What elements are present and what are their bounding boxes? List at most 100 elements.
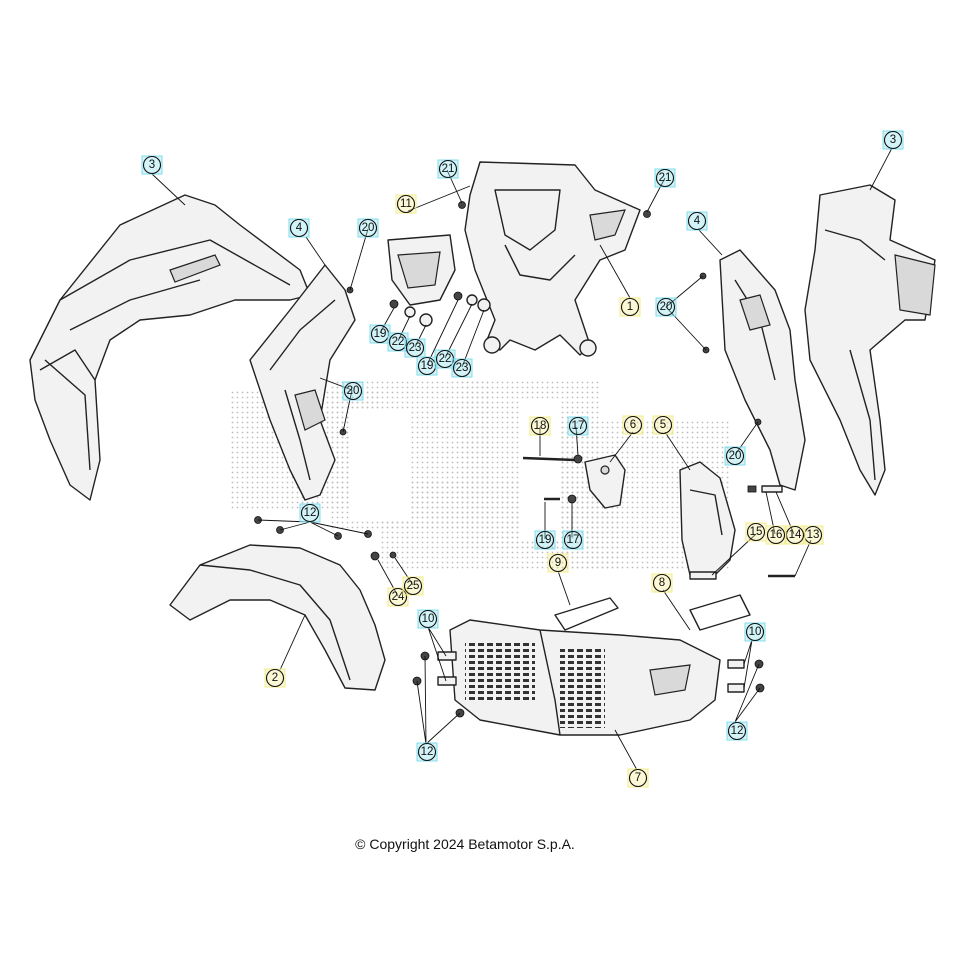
callout-circle bbox=[883, 130, 903, 150]
callout-9: 9 bbox=[547, 553, 569, 573]
copyright-notice: © Copyright 2024 Betamotor S.p.A. bbox=[355, 836, 575, 852]
callout-circle bbox=[438, 159, 458, 179]
callout-number: 12 bbox=[304, 507, 317, 519]
callout-circle bbox=[653, 415, 673, 435]
callout-20: 20 bbox=[724, 446, 746, 466]
callout-circle bbox=[727, 721, 747, 741]
callout-20: 20 bbox=[342, 381, 364, 401]
right-shroud-part-4 bbox=[719, 249, 806, 491]
callout-number: 4 bbox=[296, 222, 303, 234]
callout-8: 8 bbox=[651, 573, 673, 593]
callout-number: 20 bbox=[729, 450, 742, 462]
bracket-part-8 bbox=[689, 594, 751, 631]
callout-4: 4 bbox=[288, 218, 310, 238]
callout-22: 22 bbox=[434, 349, 456, 369]
callout-circle bbox=[766, 525, 786, 545]
callout-24: 24 bbox=[387, 587, 409, 607]
callout-number: 23 bbox=[409, 342, 422, 354]
callout-number: 15 bbox=[750, 526, 763, 538]
callout-circle bbox=[656, 297, 676, 317]
headlight-mask-part-1 bbox=[464, 161, 641, 357]
callout-number: 20 bbox=[362, 222, 375, 234]
callout-number: 23 bbox=[456, 362, 469, 374]
callout-21: 21 bbox=[437, 159, 459, 179]
callout-17: 17 bbox=[562, 530, 584, 550]
callout-circle bbox=[142, 155, 162, 175]
callout-number: 19 bbox=[374, 328, 387, 340]
callout-circle bbox=[405, 338, 425, 358]
callout-3: 3 bbox=[141, 155, 163, 175]
callout-5: 5 bbox=[652, 415, 674, 435]
callout-number: 18 bbox=[534, 420, 547, 432]
callout-circle bbox=[530, 416, 550, 436]
callout-number: 24 bbox=[392, 591, 405, 603]
callout-circle bbox=[403, 576, 423, 596]
right-side-panel-part-3 bbox=[804, 184, 936, 496]
leader-lines bbox=[151, 147, 893, 771]
callout-circle bbox=[343, 381, 363, 401]
callout-16: 16 bbox=[765, 525, 787, 545]
callout-20: 20 bbox=[655, 297, 677, 317]
callout-23: 23 bbox=[404, 338, 426, 358]
callout-circle bbox=[568, 416, 588, 436]
callout-circle bbox=[620, 297, 640, 317]
callout-number: 10 bbox=[749, 626, 762, 638]
callout-number: 21 bbox=[659, 172, 672, 184]
bracket-cover-part-5 bbox=[679, 461, 736, 579]
callout-circle bbox=[452, 358, 472, 378]
callout-23: 23 bbox=[451, 358, 473, 378]
callout-circle bbox=[623, 415, 643, 435]
callout-19: 19 bbox=[534, 530, 556, 550]
callout-circle bbox=[358, 218, 378, 238]
callout-circle bbox=[289, 218, 309, 238]
callout-1: 1 bbox=[619, 297, 641, 317]
callout-14: 14 bbox=[784, 525, 806, 545]
callout-15: 15 bbox=[745, 522, 767, 542]
callout-12: 12 bbox=[299, 503, 321, 523]
callout-2: 2 bbox=[264, 668, 286, 688]
callout-number: 16 bbox=[770, 529, 783, 541]
headlight-unit-part-11 bbox=[387, 234, 456, 306]
callout-circle bbox=[417, 742, 437, 762]
callout-18: 18 bbox=[529, 416, 551, 436]
callout-circle bbox=[655, 168, 675, 188]
skid-plate-part-7 bbox=[449, 619, 721, 736]
callout-circle bbox=[563, 530, 583, 550]
callout-circle bbox=[628, 768, 648, 788]
callout-circle bbox=[418, 609, 438, 629]
callout-11: 11 bbox=[395, 194, 417, 214]
callout-13: 13 bbox=[802, 525, 824, 545]
callout-number: 6 bbox=[630, 419, 636, 431]
callout-19: 19 bbox=[369, 324, 391, 344]
callout-3: 3 bbox=[882, 130, 904, 150]
callout-number: 14 bbox=[789, 529, 802, 541]
callout-circle bbox=[300, 503, 320, 523]
callout-12: 12 bbox=[416, 742, 438, 762]
callout-circle bbox=[535, 530, 555, 550]
callout-circle bbox=[265, 668, 285, 688]
callout-number: 11 bbox=[400, 198, 412, 210]
callout-22: 22 bbox=[387, 332, 409, 352]
callout-number: 7 bbox=[635, 772, 641, 784]
callout-17: 17 bbox=[567, 416, 589, 436]
callout-number: 2 bbox=[272, 672, 278, 684]
bracket-part-9 bbox=[554, 597, 619, 631]
callout-number: 22 bbox=[392, 336, 405, 348]
callout-number: 13 bbox=[807, 529, 820, 541]
callout-25: 25 bbox=[402, 576, 424, 596]
callout-number: 4 bbox=[694, 215, 701, 227]
front-fender-part-2 bbox=[169, 544, 386, 691]
callout-21: 21 bbox=[654, 168, 676, 188]
callout-circle bbox=[388, 332, 408, 352]
callout-6: 6 bbox=[622, 415, 644, 435]
callout-circle bbox=[388, 587, 408, 607]
callout-number: 21 bbox=[442, 163, 455, 175]
callout-number: 22 bbox=[439, 353, 452, 365]
callout-7: 7 bbox=[627, 768, 649, 788]
callout-number: 12 bbox=[731, 725, 744, 737]
callout-number: 3 bbox=[149, 159, 155, 171]
callout-number: 8 bbox=[659, 577, 665, 589]
